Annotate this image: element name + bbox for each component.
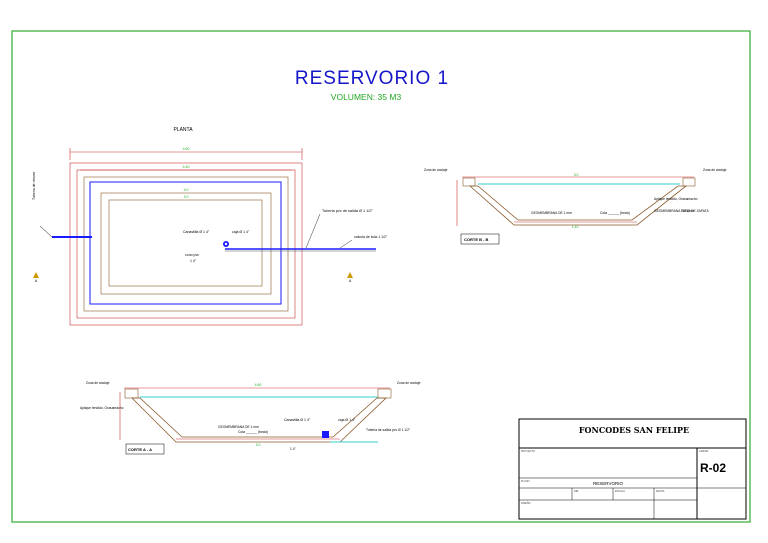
- svg-text:A: A: [349, 279, 352, 283]
- bb-dim-width: 3.0: [574, 173, 579, 177]
- bb-note-level: Cota ______ (fondo): [600, 211, 630, 215]
- aa-note-geomembrane: GEOMEMBRANA DE 1 mm: [218, 425, 259, 429]
- plan-label: PLANTA: [173, 127, 193, 133]
- field-project: PROYECTO: [521, 450, 535, 453]
- field-sheet: LAMINA: [699, 450, 709, 453]
- section-bb: 3.0 1.40 Zona de anclaje Zona de anclaje…: [424, 168, 727, 245]
- plan-note-canastilla: Canastilla Ø 1 4": [183, 230, 210, 234]
- plan-note-valve: valvula de bola 1 1/2": [354, 235, 388, 239]
- bb-note-anchor-left: Zona de anclaje: [424, 168, 448, 172]
- plan-note-outlet-pipe: Tuberia pvc de salida Ø 1 1/2": [322, 209, 373, 213]
- plan-dim-inner: 4.40: [183, 165, 190, 169]
- bb-note-geomembrane-right: GEOMEMBRANA DE 1mm: [654, 209, 694, 213]
- aa-dim-depth: 3.0: [256, 443, 261, 447]
- field-drawn: DIB.: [574, 490, 579, 493]
- aa-note-outlet: Tuberia de salida pvc Ø 1 1/2": [366, 428, 411, 432]
- plan-note-overflow: Tuberia de rebose: [32, 172, 36, 200]
- section-aa: 4.60 3.0 Zona de anclaje Zona de anclaje…: [80, 381, 421, 455]
- bb-note-geomembrane: GEOMEMBRANA DE 1 mm: [531, 211, 572, 215]
- drawing-title: RESERVORIO 1: [295, 68, 449, 89]
- plan-dim-small: 3.0: [184, 195, 189, 199]
- plan-dim-outer: 4.60: [183, 147, 190, 151]
- field-date: FECHA: [656, 490, 665, 493]
- section-marker-left: A: [33, 272, 39, 283]
- bb-note-tube: TUBO DE ZAPATA: [681, 209, 709, 213]
- plan-view: PLANTA 4.60 4.40 4.0 3.0 Tuberia de rebo…: [32, 127, 388, 326]
- plan-note-caja: caja Ø 1 4": [232, 230, 250, 234]
- bb-note-anchor-right: Zona de anclaje: [703, 168, 727, 172]
- aa-note-level: Cota ______ (fondo): [238, 430, 268, 434]
- aa-note-anchor-right: Zona de anclaje: [397, 381, 421, 385]
- plan-note-diameter: 1 4": [190, 259, 197, 263]
- svg-text:A: A: [35, 279, 38, 283]
- title-block: FONCODES SAN FELIPE R-02 RESERVORIO PROY…: [518, 418, 747, 520]
- plan-dim-mid: 4.0: [184, 188, 189, 192]
- company-name: FONCODES SAN FELIPE: [579, 425, 689, 435]
- aa-note-anchor-left: Zona de anclaje: [86, 381, 110, 385]
- aa-note-canastilla: Canastilla Ø 1 4": [284, 418, 311, 422]
- drawing-name: RESERVORIO: [593, 481, 623, 486]
- aa-note-geotextile: Aplique tendido, Grasamacho: [80, 406, 124, 410]
- bb-note-geotextile: Aplique tendido, Grasamacho: [654, 197, 698, 201]
- bb-dim-depth: 1.40: [572, 225, 579, 229]
- aa-dim-width: 4.60: [255, 383, 262, 387]
- drawing-subtitle: VOLUMEN: 35 M3: [331, 92, 402, 102]
- section-bb-label: CORTE B - B: [464, 237, 489, 242]
- aa-note-diameter: 1 4": [290, 447, 297, 451]
- section-marker-right: A: [347, 272, 353, 283]
- plan-note-cono: cono pvc: [185, 253, 199, 257]
- sheet-border: [11, 30, 751, 523]
- section-aa-label: CORTE A - A: [128, 447, 152, 452]
- field-design: DISEÑO: [521, 502, 531, 505]
- aa-note-caja: caja Ø 1 4": [338, 418, 356, 422]
- field-plan: PLANO: [521, 480, 530, 483]
- sheet-code: R-02: [700, 461, 726, 475]
- field-scale: ESCALA: [615, 490, 625, 493]
